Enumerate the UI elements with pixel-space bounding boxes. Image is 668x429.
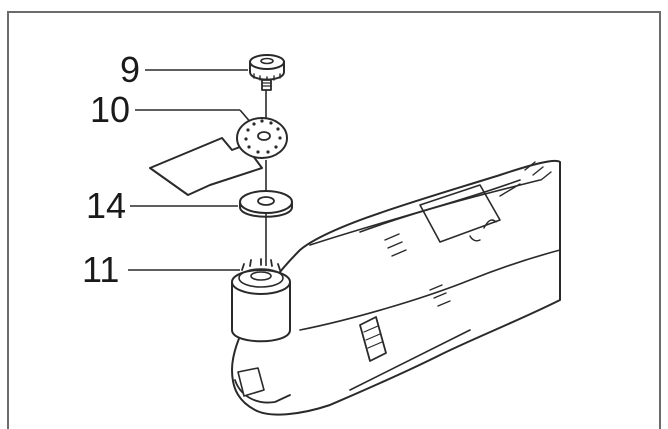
side-vents-rear [429, 284, 451, 307]
callout-9: 9 [120, 49, 248, 90]
callout-label-10: 10 [90, 89, 130, 130]
tool-holder-center [250, 271, 272, 281]
tool-holder-teeth-ring [238, 268, 284, 288]
tool-holder [231, 258, 291, 343]
release-lever [359, 316, 387, 362]
tool-housing [231, 159, 561, 416]
nose-bottom [234, 379, 291, 404]
housing-bottom-contour [349, 329, 471, 391]
callout-label-11: 11 [82, 249, 119, 290]
screw-shank [261, 79, 272, 91]
screw-socket [260, 57, 274, 65]
tool-holder-pins [241, 258, 281, 271]
screw-knurl [253, 73, 281, 82]
nose-tip [237, 367, 265, 397]
saw-blade-hub-holes [244, 119, 282, 154]
tool-holder-top [231, 269, 291, 295]
housing-side-contour [299, 249, 561, 331]
screw-thread [261, 82, 272, 87]
side-vents-front [384, 233, 407, 257]
screw-head-top [249, 54, 285, 70]
saw-blade [149, 117, 288, 196]
vent-slots [499, 161, 552, 197]
washer-hole [257, 196, 275, 206]
callout-label-14: 14 [86, 185, 126, 226]
callout-10: 10 [90, 89, 253, 130]
tool-body [231, 159, 561, 416]
switch-recess [419, 184, 501, 243]
washer-outer [239, 190, 293, 214]
washer [239, 190, 293, 218]
clamping-screw [249, 54, 285, 91]
tool-holder-cylinder [231, 281, 291, 343]
saw-blade-hub-hole [257, 131, 271, 141]
callout-14: 14 [86, 185, 238, 226]
release-lever-grip [363, 325, 383, 349]
saw-blade-edge [149, 167, 189, 196]
washer-thickness [239, 201, 293, 218]
frame-border [7, 11, 661, 429]
callout-11: 11 [82, 249, 240, 290]
switch-detail [469, 219, 497, 242]
callout-label-9: 9 [120, 49, 140, 90]
